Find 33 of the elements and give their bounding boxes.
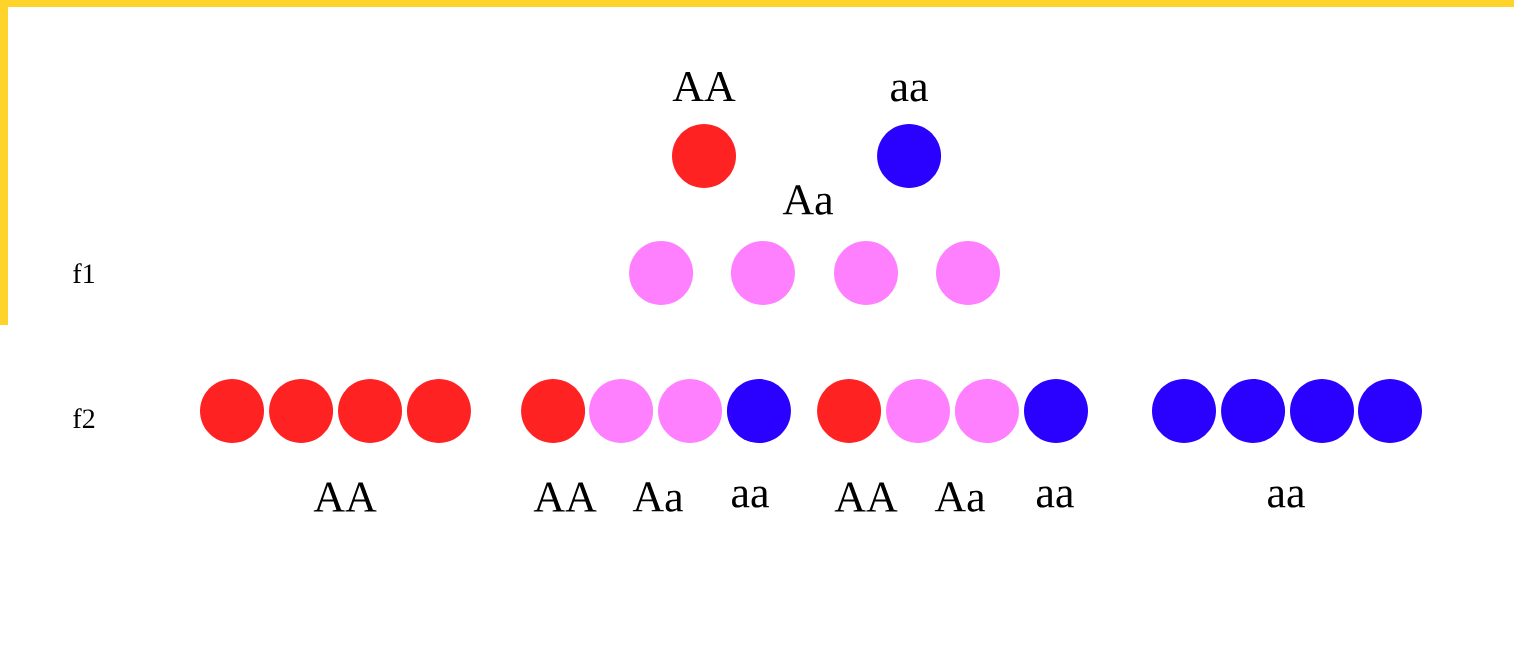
circle	[936, 241, 1000, 306]
circle	[406, 379, 471, 444]
circle	[521, 379, 586, 444]
genotype-label: aa	[1268, 486, 1305, 508]
genotype-label: AA	[313, 482, 377, 512]
circle	[834, 241, 898, 306]
genotype-label: aa	[891, 80, 928, 102]
circle	[338, 379, 402, 444]
circle	[954, 379, 1019, 444]
circle	[629, 241, 694, 306]
circle	[726, 379, 791, 444]
generation-label: f2	[73, 408, 95, 428]
circle	[1290, 379, 1354, 444]
circle	[1358, 379, 1422, 444]
genotype-label: Aa	[934, 482, 986, 512]
circle	[658, 379, 722, 444]
generation-label: f1	[73, 263, 94, 283]
genotype-label: Aa	[782, 185, 834, 215]
genotype-label: aa	[732, 486, 769, 508]
genotype-label: AA	[672, 72, 736, 102]
genotype-label: AA	[834, 482, 898, 512]
circle	[1152, 379, 1216, 444]
genotype-label: aa	[1036, 486, 1074, 508]
circle	[730, 241, 795, 306]
circle	[269, 379, 334, 444]
genotype-label: Aa	[632, 482, 684, 512]
circle	[817, 379, 882, 444]
circle	[589, 379, 654, 444]
circle	[1024, 379, 1088, 444]
circle	[200, 379, 264, 444]
circle	[886, 379, 950, 444]
circle	[1221, 379, 1286, 444]
genotype-label: AA	[533, 482, 597, 512]
